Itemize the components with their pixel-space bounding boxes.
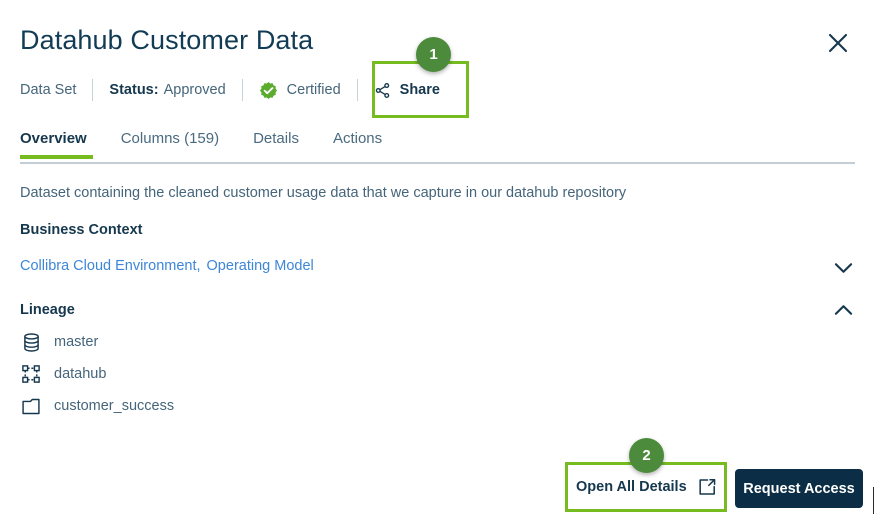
tab-overview-label: Overview <box>20 130 87 147</box>
certified-indicator: Certified <box>259 81 341 100</box>
callout-badge-1: 1 <box>416 37 451 72</box>
certified-label: Certified <box>286 82 341 98</box>
schema-icon <box>20 363 42 385</box>
callout-badge-2: 2 <box>629 438 664 473</box>
open-all-details-label: Open All Details <box>576 479 687 495</box>
list-item[interactable]: master <box>20 326 420 358</box>
lineage-item-label: datahub <box>54 366 107 382</box>
table-folder-icon <box>20 395 42 417</box>
status-label: Status: <box>109 82 159 98</box>
open-all-details-button[interactable]: Open All Details <box>576 472 716 502</box>
business-context-links: Collibra Cloud Environment, Operating Mod… <box>20 258 314 274</box>
certified-check-icon <box>259 81 278 100</box>
tab-columns-label: Columns (159) <box>120 130 220 147</box>
viewport-edge-artifact <box>873 487 874 514</box>
tab-actions[interactable]: Actions <box>333 130 382 159</box>
chevron-down-icon <box>834 263 852 273</box>
asset-type: Data Set <box>20 82 76 98</box>
status-badge: Status: Approved <box>109 82 225 98</box>
close-icon <box>828 33 848 53</box>
metadata-row: Data Set Status: Approved Certified <box>20 78 440 102</box>
lineage-item-label: master <box>54 334 99 350</box>
list-item[interactable]: datahub <box>20 358 420 390</box>
page-title: Datahub Customer Data <box>20 25 314 55</box>
lineage-toggle[interactable] <box>828 295 858 325</box>
business-context-link-0[interactable]: Collibra Cloud Environment, <box>20 258 201 274</box>
tab-actions-label: Actions <box>332 130 383 147</box>
tab-bar-divider <box>20 162 855 164</box>
business-context-toggle[interactable] <box>828 253 858 283</box>
dataset-description: Dataset containing the cleaned customer … <box>20 185 627 201</box>
chevron-up-icon <box>834 305 852 315</box>
status-value: Approved <box>163 82 226 98</box>
tab-details-label: Details <box>253 130 299 147</box>
list-item[interactable]: customer_success <box>20 390 420 422</box>
tab-overview[interactable]: Overview <box>20 130 93 159</box>
divider <box>92 79 94 101</box>
lineage-heading: Lineage <box>20 302 75 318</box>
external-link-icon <box>698 478 716 496</box>
tab-columns[interactable]: Columns (159) <box>121 130 219 159</box>
request-access-button[interactable]: Request Access <box>735 469 863 508</box>
close-button[interactable] <box>822 27 854 59</box>
share-button[interactable]: Share <box>374 82 440 99</box>
divider <box>356 79 358 101</box>
database-icon <box>20 331 42 353</box>
tab-bar: Overview Columns (159) Details Actions <box>20 130 416 159</box>
divider <box>241 79 243 101</box>
share-label: Share <box>399 82 440 98</box>
business-context-heading: Business Context <box>20 222 143 238</box>
lineage-item-label: customer_success <box>54 398 175 414</box>
share-nodes-icon <box>374 82 391 99</box>
asset-type-label: Data Set <box>20 82 77 98</box>
business-context-link-1[interactable]: Operating Model <box>206 258 314 274</box>
lineage-list: master datahub <box>20 326 420 422</box>
tab-details[interactable]: Details <box>253 130 299 159</box>
